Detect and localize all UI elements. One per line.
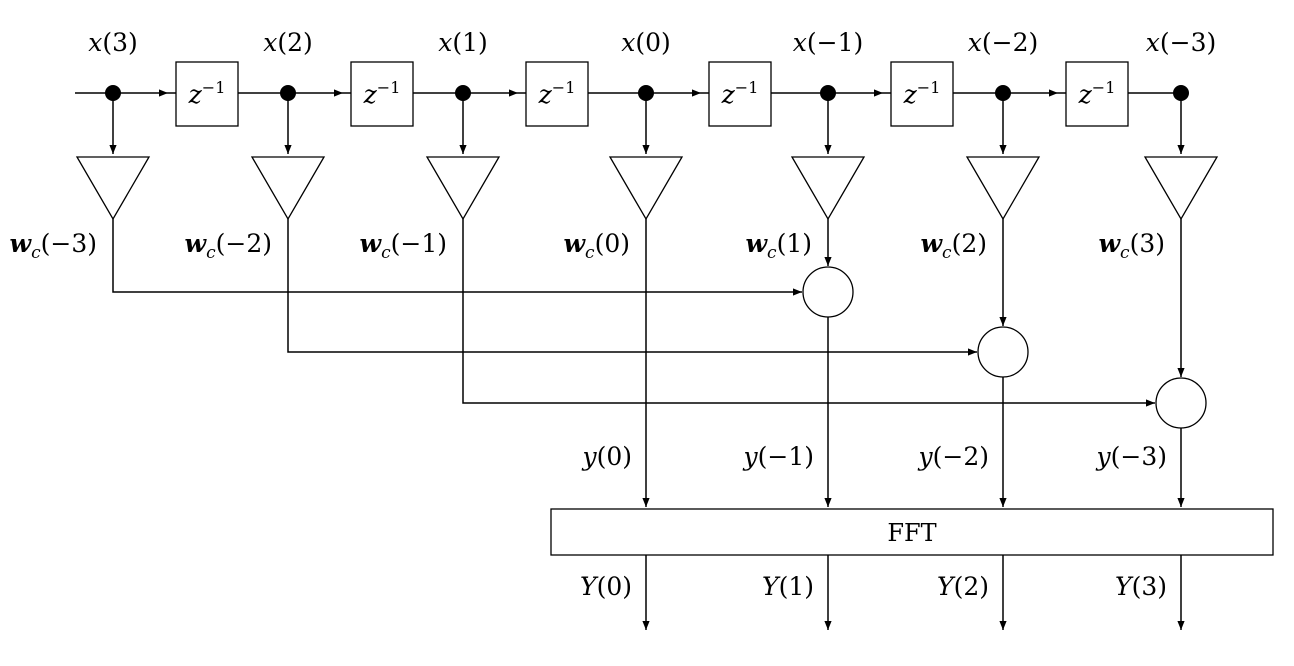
weight-label: wc(2) (921, 229, 988, 263)
delay-box (708, 61, 772, 127)
input-sample-label: x(−3) (1146, 28, 1217, 57)
delay-box (525, 61, 589, 127)
delay-box (890, 61, 954, 127)
input-sample-label: x(−1) (793, 28, 864, 57)
output-y-label: y(−3) (1095, 442, 1167, 471)
gain-triangle (425, 156, 501, 221)
input-sample-label: x(0) (621, 28, 671, 57)
cross-path (462, 219, 1155, 407)
weight-label: wc(1) (746, 229, 813, 263)
gain-triangle (75, 156, 151, 221)
cross-path (112, 219, 802, 296)
fft-box (550, 508, 1274, 556)
gain-triangle (965, 156, 1041, 221)
gain-triangle (608, 156, 684, 221)
output-Y-label: Y(2) (937, 572, 989, 601)
cross-path (287, 219, 977, 356)
output-y-label: y(−2) (917, 442, 989, 471)
delay-box (350, 61, 414, 127)
weight-label: wc(0) (564, 229, 631, 263)
input-sample-label: x(2) (263, 28, 313, 57)
delay-label: z−1 (538, 78, 576, 109)
adder-circle (1155, 377, 1207, 429)
labels: z−1 z−1 z−1 z−1 z−1 z−1 x(3) wc(−3) x(2) wc(−2) x(… (10, 28, 1217, 601)
weight-label: wc(3) (1099, 229, 1166, 263)
tap-node (455, 85, 471, 101)
delay-box (1065, 61, 1129, 127)
output-Y-label: Y(3) (1115, 572, 1167, 601)
gain-triangle (790, 156, 866, 221)
tap-node (1173, 85, 1189, 101)
delay-label: z−1 (903, 78, 941, 109)
gain-triangle (250, 156, 326, 221)
output-Y-label: Y(0) (580, 572, 632, 601)
tap-node (280, 85, 296, 101)
tap-node (995, 85, 1011, 101)
blocks (75, 61, 1274, 556)
delay-box (175, 61, 239, 127)
weight-label: wc(−2) (185, 229, 272, 263)
fft-label: FFT (887, 519, 936, 547)
delay-label: z−1 (363, 78, 401, 109)
delay-label: z−1 (721, 78, 759, 109)
tap-node (820, 85, 836, 101)
tap-node (105, 85, 121, 101)
input-sample-label: x(1) (438, 28, 488, 57)
input-sample-label: x(3) (88, 28, 138, 57)
weight-label: wc(−1) (360, 229, 447, 263)
tap-node (638, 85, 654, 101)
input-sample-label: x(−2) (968, 28, 1039, 57)
delay-label: z−1 (188, 78, 226, 109)
output-Y-label: Y(1) (762, 572, 814, 601)
output-y-label: y(−1) (742, 442, 814, 471)
output-y-label: y(0) (581, 442, 632, 471)
adder-circle (977, 326, 1029, 378)
weight-label: wc(−3) (10, 229, 97, 263)
adder-circle (802, 266, 854, 318)
gain-triangle (1143, 156, 1219, 221)
delay-label: z−1 (1078, 78, 1116, 109)
